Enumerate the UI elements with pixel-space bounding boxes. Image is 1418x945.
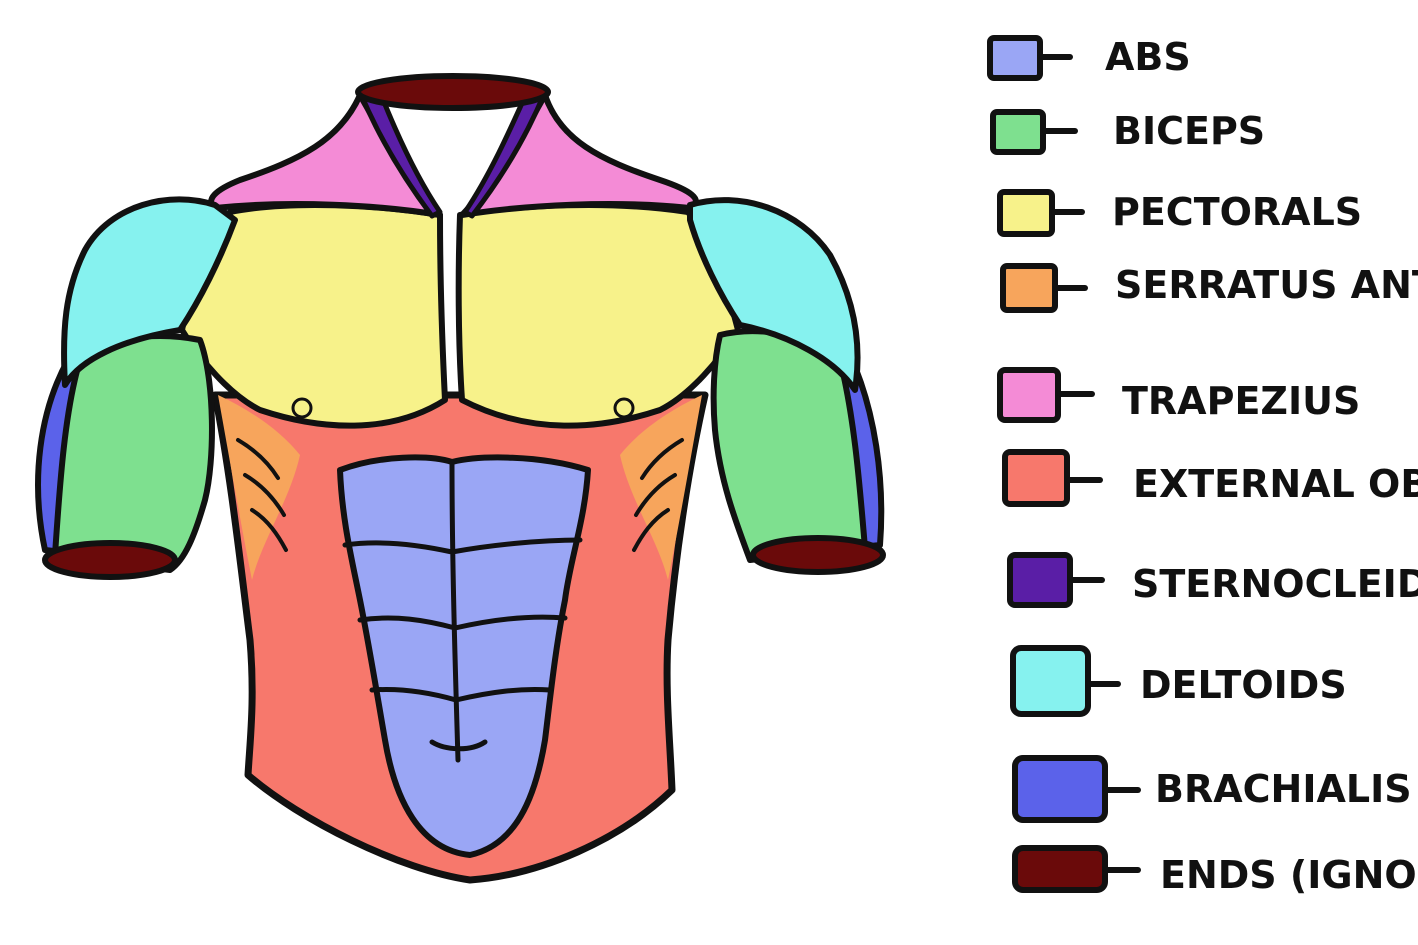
- sternocleido-left: [357, 89, 443, 219]
- legend-item: EXTERNAL OBL: [1002, 449, 1418, 507]
- legend-label: SERRATUS ANT: [1115, 263, 1418, 307]
- legend-swatch: [997, 367, 1061, 423]
- legend-item: ENDS (IGNOR: [1012, 845, 1418, 897]
- arm-end-left: [42, 540, 178, 580]
- legend-swatch: [1000, 263, 1058, 313]
- deltoid-right: [687, 197, 861, 393]
- neck-end: [355, 73, 551, 111]
- legend-swatch: [990, 109, 1046, 155]
- legend-swatch: [1012, 755, 1108, 823]
- legend-swatch: [997, 189, 1055, 237]
- legend-swatch: [1007, 552, 1073, 608]
- legend-item: STERNOCLEIDO: [1007, 552, 1418, 608]
- arm-end-right: [750, 535, 886, 575]
- legend-label: TRAPEZIUS: [1122, 379, 1360, 423]
- legend-swatch: [1010, 645, 1091, 717]
- legend-label: PECTORALS: [1112, 190, 1362, 234]
- legend-swatch: [1012, 845, 1108, 893]
- abs: [337, 454, 591, 858]
- legend-label: BICEPS: [1113, 109, 1265, 153]
- legend-label: ENDS (IGNOR: [1160, 853, 1418, 897]
- legend-item: ABS: [987, 35, 1191, 81]
- legend-swatch: [987, 35, 1043, 81]
- legend-label: BRACHIALIS: [1155, 767, 1412, 811]
- legend-item: BRACHIALIS: [1012, 755, 1412, 823]
- legend-item: PECTORALS: [997, 189, 1362, 237]
- legend: ABS BICEPS PECTORALS SERRATUS ANT TRAPEZ…: [987, 35, 1418, 897]
- legend-swatch: [1002, 449, 1070, 507]
- sternocleido-right: [462, 89, 548, 219]
- legend-label: DELTOIDS: [1140, 663, 1347, 707]
- torso-illustration: [35, 73, 886, 884]
- legend-label: STERNOCLEIDO: [1132, 562, 1418, 606]
- legend-item: BICEPS: [990, 109, 1265, 155]
- legend-label: EXTERNAL OBL: [1133, 462, 1418, 506]
- legend-label: ABS: [1105, 35, 1191, 79]
- legend-item: TRAPEZIUS: [997, 367, 1360, 423]
- legend-item: DELTOIDS: [1010, 645, 1347, 717]
- legend-item: SERRATUS ANT: [1000, 263, 1418, 313]
- deltoid-left: [61, 196, 238, 388]
